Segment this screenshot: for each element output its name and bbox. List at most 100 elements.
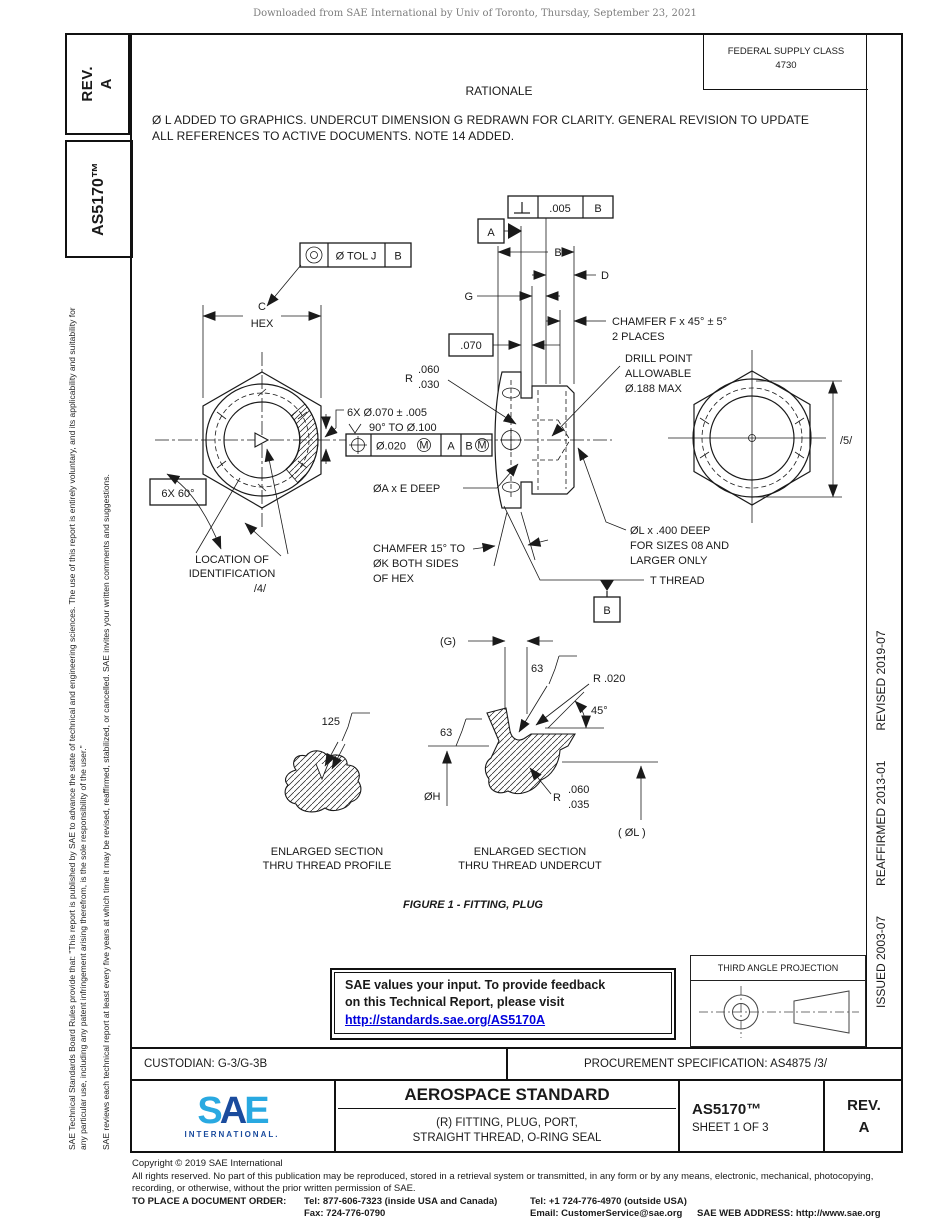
doc-title-2: STRAIGHT THREAD, O-RING SEAL: [412, 1131, 602, 1144]
mmc-2: M: [477, 440, 486, 452]
sae-logo: SAE INTERNATIONAL.: [130, 1081, 336, 1153]
l-depth-2: FOR SIZES 08 AND: [630, 540, 729, 552]
rev-cell-label: REV.: [847, 1096, 881, 1114]
finish-125: 125: [322, 716, 340, 728]
dim-hex: HEX: [251, 318, 274, 330]
rev-cell: REV. A: [825, 1081, 903, 1153]
sheet-number: SHEET 1 OF 3: [692, 1121, 769, 1134]
rev-box: REV. A: [65, 33, 130, 135]
rights-1: All rights reserved. No part of this pub…: [132, 1170, 874, 1182]
rev-cell-value: A: [858, 1119, 870, 1136]
order-label: TO PLACE A DOCUMENT ORDER:: [132, 1195, 287, 1207]
section-view: .005 B A B D G: [373, 195, 729, 623]
radius-lo: .030: [418, 379, 439, 391]
t-thread: T THREAD: [650, 575, 705, 587]
thread-tick-marks-right: [699, 417, 805, 459]
doc-number-title: AS5170™: [692, 1100, 762, 1118]
feedback-line-2: on this Technical Report, please visit: [345, 995, 565, 1010]
undercut-blob: [484, 707, 576, 795]
radius-undercut-lo: .035: [568, 799, 589, 811]
rev-value: A: [97, 78, 115, 90]
dim-d: D: [601, 270, 609, 282]
perpendicularity-datum: B: [594, 203, 601, 215]
right-column-divider: [866, 33, 867, 1047]
standard-title-cell: AEROSPACE STANDARD (R) FITTING, PLUG, PO…: [336, 1081, 680, 1153]
chamfer-f-2: 2 PLACES: [612, 331, 665, 343]
perpendicularity-tol: .005: [549, 203, 570, 215]
g-ref: (G): [440, 636, 456, 648]
section1-caption-1: ENLARGED SECTION: [271, 846, 384, 858]
chamfer15-3: OF HEX: [373, 573, 415, 585]
standard-type: AEROSPACE STANDARD: [338, 1081, 676, 1109]
email: Email: CustomerService@sae.org: [530, 1208, 683, 1219]
custodian: CUSTODIAN: G-3/G-3B: [130, 1049, 508, 1079]
web-address: SAE WEB ADDRESS: http://www.sae.org: [697, 1208, 881, 1219]
position-symbol: [349, 436, 367, 454]
flats-dim: /5/: [840, 435, 853, 447]
counterbore-callout: ØA x E DEEP: [373, 483, 440, 495]
board-rules-note: SAE Technical Standards Board Rules prov…: [67, 307, 89, 1150]
datum-a-label: A: [487, 227, 495, 239]
feedback-box: SAE values your input. To provide feedba…: [330, 968, 676, 1040]
rights-2: recording, or otherwise, without the pri…: [132, 1183, 416, 1194]
radius-020: R .020: [593, 673, 625, 685]
fsc-label: FEDERAL SUPPLY CLASS: [727, 46, 845, 57]
doc-number-vertical: AS5170™: [90, 162, 108, 236]
federal-supply-class-box: FEDERAL SUPPLY CLASS 4730: [703, 33, 868, 90]
enlarged-thread-undercut: (G) 45° R .020 63 63 ØH ( ØL ) R: [424, 636, 658, 872]
radius-hi: .060: [418, 364, 439, 376]
technical-drawing: C HEX 6X 60° LOCATION OF IDENTIFICATION …: [149, 195, 853, 911]
title-block-row2: SAE INTERNATIONAL. AEROSPACE STANDARD (R…: [130, 1079, 903, 1153]
countersink-spec: 90° TO Ø.100: [369, 422, 437, 434]
radius-undercut-r: R: [553, 792, 561, 804]
fax: Fax: 724-776-0790: [304, 1208, 386, 1219]
position-datum-a: A: [447, 441, 455, 453]
rationale-text: Ø L ADDED TO GRAPHICS. UNDERCUT DIMENSIO…: [152, 113, 809, 144]
doc-number-cell: AS5170™ SHEET 1 OF 3: [680, 1081, 825, 1153]
holes-callout: 6X Ø.070 ± .005 90° TO Ø.100 Ø.020 M A B…: [321, 407, 519, 495]
projection-symbol: [699, 986, 859, 1038]
section2-caption-1: ENLARGED SECTION: [474, 846, 587, 858]
location-id-1: LOCATION OF: [195, 554, 269, 566]
copyright: Copyright © 2019 SAE International: [132, 1158, 283, 1169]
hex-back-view: /5/: [668, 350, 853, 523]
location-id-flag: /4/: [254, 583, 267, 595]
dim-c: C: [258, 301, 266, 313]
profile-blob: [284, 750, 362, 813]
finish-63-b: 63: [440, 727, 452, 739]
holes-qty: 6X Ø.070 ± .005: [347, 407, 427, 419]
section2-caption-2: THRU THREAD UNDERCUT: [458, 860, 602, 872]
rationale-title: RATIONALE: [465, 84, 533, 98]
third-angle-projection-box: THIRD ANGLE PROJECTION: [690, 955, 866, 1047]
chamfer-f-1: CHAMFER F x 45° ± 5°: [612, 316, 727, 328]
l-depth-1: ØL x .400 DEEP: [630, 525, 710, 537]
concentricity-datum: B: [394, 251, 401, 263]
identification-marker: [254, 432, 270, 448]
plug-body-outline: [494, 371, 575, 509]
enlarged-thread-profile: 125 ENLARGED SECTION THRU THREAD PROFILE: [263, 712, 392, 872]
footer: Copyright © 2019 SAE International All r…: [132, 1158, 904, 1221]
fsc-value: 4730: [775, 60, 797, 72]
concentricity-frame: Ø TOL J B: [266, 242, 412, 307]
download-note: Downloaded from SAE International by Uni…: [253, 8, 697, 19]
doc-number-box: AS5170™: [65, 140, 133, 258]
chamfer15-1: CHAMFER 15° TO: [373, 543, 465, 555]
feedback-link[interactable]: http://standards.sae.org/AS5170A: [345, 1012, 546, 1027]
doc-title-1: (R) FITTING, PLUG, PORT,: [436, 1117, 578, 1129]
chamfer15-2: ØK BOTH SIDES: [373, 558, 459, 570]
dim-g: G: [464, 291, 473, 303]
finish-63-a: 63: [531, 663, 543, 675]
position-datum-b: B: [465, 441, 472, 453]
dim-070: .070: [460, 340, 481, 352]
section1-caption-2: THRU THREAD PROFILE: [263, 860, 392, 872]
tel-outside: Tel: +1 724-776-4970 (outside USA): [530, 1195, 687, 1207]
mmc-1: M: [419, 440, 428, 452]
title-block-row1: CUSTODIAN: G-3/G-3B PROCUREMENT SPECIFIC…: [130, 1047, 903, 1079]
radius-r: R: [405, 373, 413, 385]
dia-h: ØH: [424, 791, 441, 803]
rev-label: REV.: [78, 66, 96, 102]
drill-point-3: Ø.188 MAX: [625, 383, 683, 395]
location-id-2: IDENTIFICATION: [189, 568, 276, 580]
l-depth-3: LARGER ONLY: [630, 555, 708, 567]
figure-caption: FIGURE 1 - FITTING, PLUG: [403, 899, 543, 911]
